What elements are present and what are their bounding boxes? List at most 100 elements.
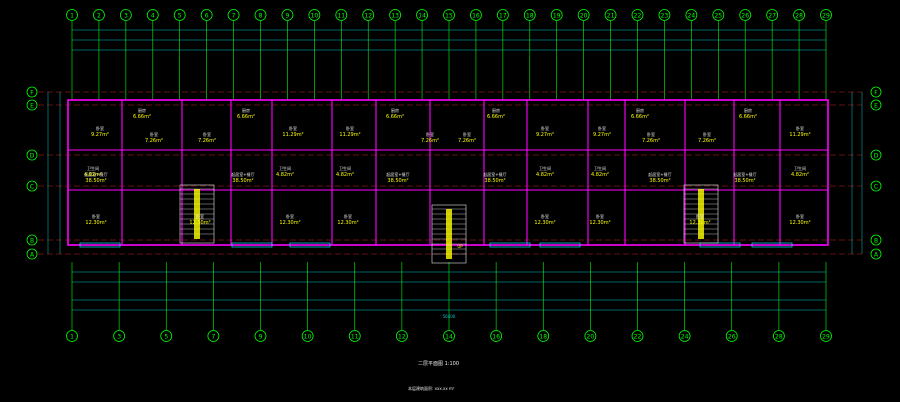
axis-bubble-bottom: [678, 330, 691, 342]
axis-label-top: 7: [232, 13, 236, 20]
axis-bubble-top: [685, 9, 698, 21]
room-name: 卧室: [463, 131, 471, 137]
axis-label-top: 6: [205, 13, 209, 20]
axis-bubble-top: [200, 9, 213, 21]
room-name: 卫生间: [794, 165, 806, 171]
room-area: 7.26m²: [458, 138, 476, 144]
axis-label-left: B: [30, 238, 34, 245]
axis-label-bottom: 16: [492, 334, 500, 341]
axis-label-top: 25: [714, 13, 722, 20]
axis-bubble-bottom: [66, 330, 78, 342]
axis-bubble-top: [820, 9, 832, 21]
axis-label-bottom: 18: [539, 334, 547, 341]
axis-label-bottom: 26: [728, 334, 736, 341]
room-area: 4.82m²: [84, 172, 102, 178]
axis-bubble-left: [26, 234, 38, 246]
axis-label-top: 14: [418, 13, 426, 20]
axis-label-top: 9: [286, 13, 290, 20]
room-area: 6.66m²: [631, 114, 649, 120]
axis-bubble-top: [523, 9, 536, 21]
axis-bubble-top: [146, 9, 159, 21]
room-name: 卫生间: [594, 165, 606, 171]
room-name: 起居室+餐厅: [231, 171, 254, 177]
axis-bubble-top: [604, 9, 617, 21]
axis-label-top: 26: [741, 13, 749, 20]
axis-label-top: 29: [822, 13, 830, 20]
axis-label-bottom: 10: [304, 334, 312, 341]
window: [79, 242, 121, 248]
axis-label-right: A: [874, 252, 879, 259]
room-area: 4.82m²: [591, 172, 609, 178]
axis-bubble-top: [416, 9, 428, 21]
axis-label-top: 18: [526, 13, 534, 20]
room-area: 7.26m²: [642, 138, 660, 144]
axis-bubble-top: [335, 9, 348, 21]
room-name: 卧室: [541, 213, 549, 219]
axis-bubble-bottom: [443, 330, 455, 342]
drawing-title: 二层平面图 1:100: [418, 361, 460, 367]
axis-label-left: E: [30, 103, 34, 110]
axis-bubble-left: [26, 149, 38, 161]
window: [699, 242, 741, 248]
axis-bubble-top: [739, 9, 752, 21]
axis-label-bottom: 7: [211, 334, 215, 341]
room-area: 38.50m²: [85, 178, 106, 184]
axis-bubble-bottom: [113, 330, 126, 342]
axis-label-top: 28: [795, 13, 803, 20]
axis-label-bottom: 3: [117, 334, 121, 341]
axis-label-top: 23: [661, 13, 669, 20]
axis-bubble-bottom: [820, 330, 832, 342]
axis-label-left: F: [30, 90, 34, 97]
room-name: 卧室: [289, 125, 297, 131]
room-name: 起居室+餐厅: [386, 171, 409, 177]
room-area: 38.50m²: [484, 178, 505, 184]
axis-bubble-top: [227, 9, 240, 21]
room-area: 9.27m²: [536, 132, 554, 138]
axis-bubble-top: [119, 9, 132, 21]
room-area: 4.82m²: [336, 172, 354, 178]
axis-bubble-top: [631, 9, 644, 21]
window: [231, 242, 273, 248]
axis-bubble-top: [389, 9, 402, 21]
room-area: 6.66m²: [237, 114, 255, 120]
room-name: 起居室+餐厅: [733, 171, 756, 177]
axis-bubble-bottom: [490, 330, 503, 342]
axis-label-top: 16: [472, 13, 480, 20]
room-name: 卧室: [286, 213, 294, 219]
room-area: 7.26m²: [698, 138, 716, 144]
room-area: 11.29m²: [282, 132, 303, 138]
axis-bubble-bottom: [160, 330, 173, 342]
room-name: 卧室: [596, 213, 604, 219]
axis-label-bottom: 9: [259, 334, 263, 341]
axis-label-left: D: [30, 153, 35, 160]
axis-label-left: C: [30, 184, 34, 191]
room-area: 6.66m²: [133, 114, 151, 120]
room-area: 6.66m²: [487, 114, 505, 120]
axis-bubble-bottom: [537, 330, 550, 342]
axis-label-bottom: 22: [634, 334, 642, 341]
room-area: 4.82m²: [791, 172, 809, 178]
axis-label-bottom: 20: [587, 334, 595, 341]
axis-bubble-right: [870, 149, 882, 161]
axis-label-top: 5: [178, 13, 182, 20]
room-name: 卫生间: [87, 165, 99, 171]
room-area: 9.27m²: [593, 132, 611, 138]
room-name: 卧室: [647, 131, 655, 137]
room-name: 卫生间: [339, 165, 351, 171]
room-name: 厨房: [492, 107, 500, 113]
axis-bubble-bottom: [207, 330, 220, 342]
room-name: 厨房: [138, 107, 146, 113]
axis-label-bottom: 1: [70, 334, 74, 341]
window: [489, 242, 531, 248]
axis-bubble-top: [712, 9, 725, 21]
room-area: 12.30m²: [534, 220, 555, 226]
room-name: 卧室: [203, 131, 211, 137]
room-name: 起居室+餐厅: [648, 171, 671, 177]
axis-label-top: 24: [688, 13, 696, 20]
window: [539, 242, 581, 248]
axis-label-right: D: [874, 153, 879, 160]
room-name: 卧室: [703, 131, 711, 137]
axis-bubble-top: [362, 9, 375, 21]
axis-bubble-top: [470, 9, 482, 21]
window: [289, 242, 331, 248]
